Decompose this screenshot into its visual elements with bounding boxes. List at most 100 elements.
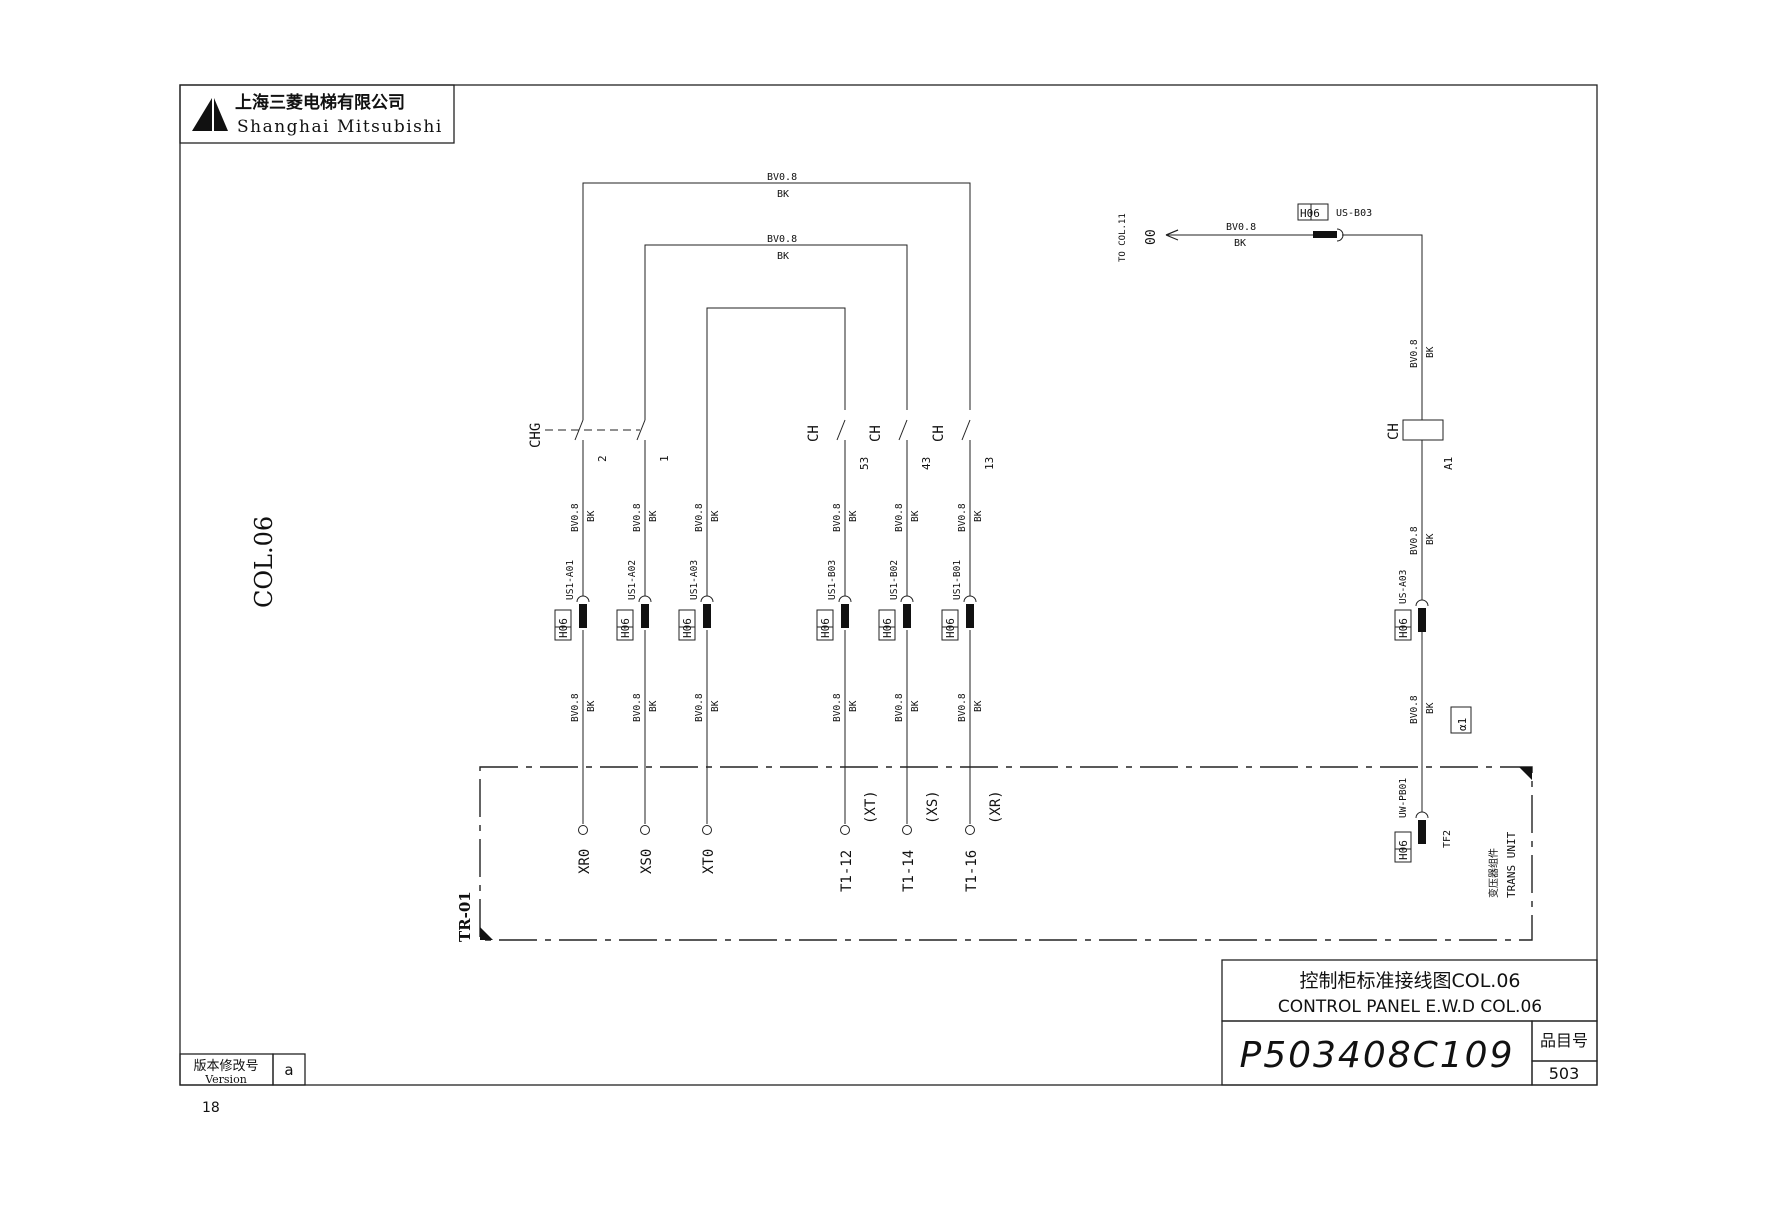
terminal-circle bbox=[702, 825, 712, 835]
svg-text:H06: H06 bbox=[557, 618, 570, 638]
connector-pin bbox=[903, 604, 911, 628]
unit-name-cn: 变压器组件 bbox=[1487, 848, 1500, 898]
loop1-color: BK bbox=[777, 189, 789, 200]
wire-spec-upper: BV0.8 bbox=[632, 503, 643, 532]
page-number: 18 bbox=[202, 1100, 220, 1116]
svg-text:H06: H06 bbox=[944, 618, 957, 638]
title-en: CONTROL PANEL E.W.D COL.06 bbox=[1278, 997, 1542, 1017]
item-no-label: 品目号 bbox=[1540, 1031, 1588, 1050]
h06-tag: H06 bbox=[941, 609, 959, 641]
wire-color-lower: BK bbox=[648, 700, 659, 712]
right-top-connector: US-B03 bbox=[1336, 208, 1372, 219]
wire-spec-upper: BV0.8 bbox=[570, 503, 581, 532]
wire-spec-lower: BV0.8 bbox=[570, 693, 581, 722]
terminal-circle bbox=[578, 825, 588, 835]
terminal-label: T1-14 bbox=[901, 850, 917, 892]
wire-color-upper: BK bbox=[848, 510, 859, 522]
h06-tag: H06 bbox=[616, 609, 634, 641]
right-top-spec: BV0.8 bbox=[1226, 222, 1256, 233]
trans-unit-box: TR-01 变压器组件 TRANS UNIT bbox=[456, 766, 1533, 942]
to-code: 00 bbox=[1144, 229, 1159, 245]
title-cn: 控制柜标准接线图COL.06 bbox=[1299, 970, 1520, 992]
signal-label: (XT) bbox=[863, 790, 879, 824]
terminal-label: XS0 bbox=[639, 849, 655, 874]
wire-color-upper: BK bbox=[910, 510, 921, 522]
unit-id: TR-01 bbox=[456, 891, 474, 942]
chg-pin-1: 1 bbox=[658, 455, 671, 462]
drawing-number: P503408C109 bbox=[1240, 1035, 1515, 1076]
coil-pin: A1 bbox=[1442, 457, 1455, 470]
ch-pin-43: 43 bbox=[920, 457, 933, 470]
wire-spec-lower: BV0.8 bbox=[632, 693, 643, 722]
svg-text:H06: H06 bbox=[1397, 840, 1410, 860]
connector-label: US1-B02 bbox=[889, 560, 900, 600]
terminal-circle bbox=[902, 825, 912, 835]
wire-spec-upper: BV0.8 bbox=[832, 503, 843, 532]
right-w2-color: BK bbox=[1425, 533, 1436, 545]
version-label-en: Version bbox=[204, 1073, 247, 1086]
connector-label: US1-A03 bbox=[689, 560, 700, 600]
ch-contacts: CH CH CH 53 43 13 bbox=[806, 419, 996, 470]
version-value: a bbox=[284, 1061, 293, 1079]
terminal-label: XT0 bbox=[701, 849, 717, 874]
bottom-pin: TF2 bbox=[1442, 830, 1453, 848]
wire-color-lower: BK bbox=[973, 700, 984, 712]
wire-spec-lower: BV0.8 bbox=[832, 693, 843, 722]
terminal-label: T1-12 bbox=[839, 850, 855, 892]
unit-name-en: TRANS UNIT bbox=[1505, 831, 1518, 898]
svg-text:H06: H06 bbox=[819, 618, 832, 638]
svg-text:H06: H06 bbox=[619, 618, 632, 638]
h06-tag-bottom: H06 bbox=[1394, 831, 1412, 863]
wire-spec-lower: BV0.8 bbox=[957, 693, 968, 722]
svg-text:H06: H06 bbox=[881, 618, 894, 638]
chg-pin-2: 2 bbox=[596, 455, 609, 462]
coil-label: CH bbox=[1386, 423, 1402, 440]
mid-connector: US-A03 bbox=[1398, 570, 1409, 604]
sheet-label: COL.06 bbox=[250, 516, 278, 608]
h06-tag: H06 bbox=[554, 609, 572, 641]
terminal-label: T1-16 bbox=[964, 850, 980, 892]
bottom-connector: UW-PB01 bbox=[1398, 778, 1409, 818]
item-no: 503 bbox=[1549, 1064, 1580, 1083]
right-w3-spec: BV0.8 bbox=[1409, 695, 1420, 724]
connector-pin bbox=[641, 604, 649, 628]
loop2-spec: BV0.8 bbox=[767, 234, 797, 245]
chg-label: CHG bbox=[528, 423, 544, 448]
wire-color-upper: BK bbox=[648, 510, 659, 522]
right-w1-color: BK bbox=[1425, 346, 1436, 358]
right-top-color: BK bbox=[1234, 238, 1246, 249]
alpha-tag: α1 bbox=[1456, 718, 1469, 731]
right-branch: TO COL.11 00 BV0.8 BK H06 US-B03 BV0.8 B… bbox=[1118, 203, 1472, 863]
terminal-label: XR0 bbox=[577, 849, 593, 874]
h06-tag: H06 bbox=[678, 609, 696, 641]
h06-tag-mid: H06 bbox=[1394, 609, 1412, 641]
terminal-circle bbox=[840, 825, 850, 835]
loop2-color: BK bbox=[777, 251, 789, 262]
h06-tag: H06 bbox=[878, 609, 896, 641]
connector-pin bbox=[579, 604, 587, 628]
wire-color-upper: BK bbox=[710, 510, 721, 522]
h06-tag: H06 bbox=[816, 609, 834, 641]
connector-pin bbox=[703, 604, 711, 628]
connector-label: US1-B01 bbox=[952, 560, 963, 600]
h06-tag-top: H06 bbox=[1297, 203, 1329, 221]
wire-color-lower: BK bbox=[848, 700, 859, 712]
right-w1-spec: BV0.8 bbox=[1409, 339, 1420, 368]
connector-pin bbox=[966, 604, 974, 628]
wire-spec-upper: BV0.8 bbox=[694, 503, 705, 532]
drawing-frame bbox=[179, 84, 1598, 1086]
loop1-spec: BV0.8 bbox=[767, 172, 797, 183]
wire-color-lower: BK bbox=[910, 700, 921, 712]
ch-pin-53: 53 bbox=[858, 457, 871, 470]
ch-label-3: CH bbox=[931, 425, 947, 442]
svg-text:H06: H06 bbox=[1397, 618, 1410, 638]
ch-label-2: CH bbox=[868, 425, 884, 442]
ch-label-1: CH bbox=[806, 425, 822, 442]
wire-color-lower: BK bbox=[586, 700, 597, 712]
right-w3-color: BK bbox=[1425, 702, 1436, 714]
